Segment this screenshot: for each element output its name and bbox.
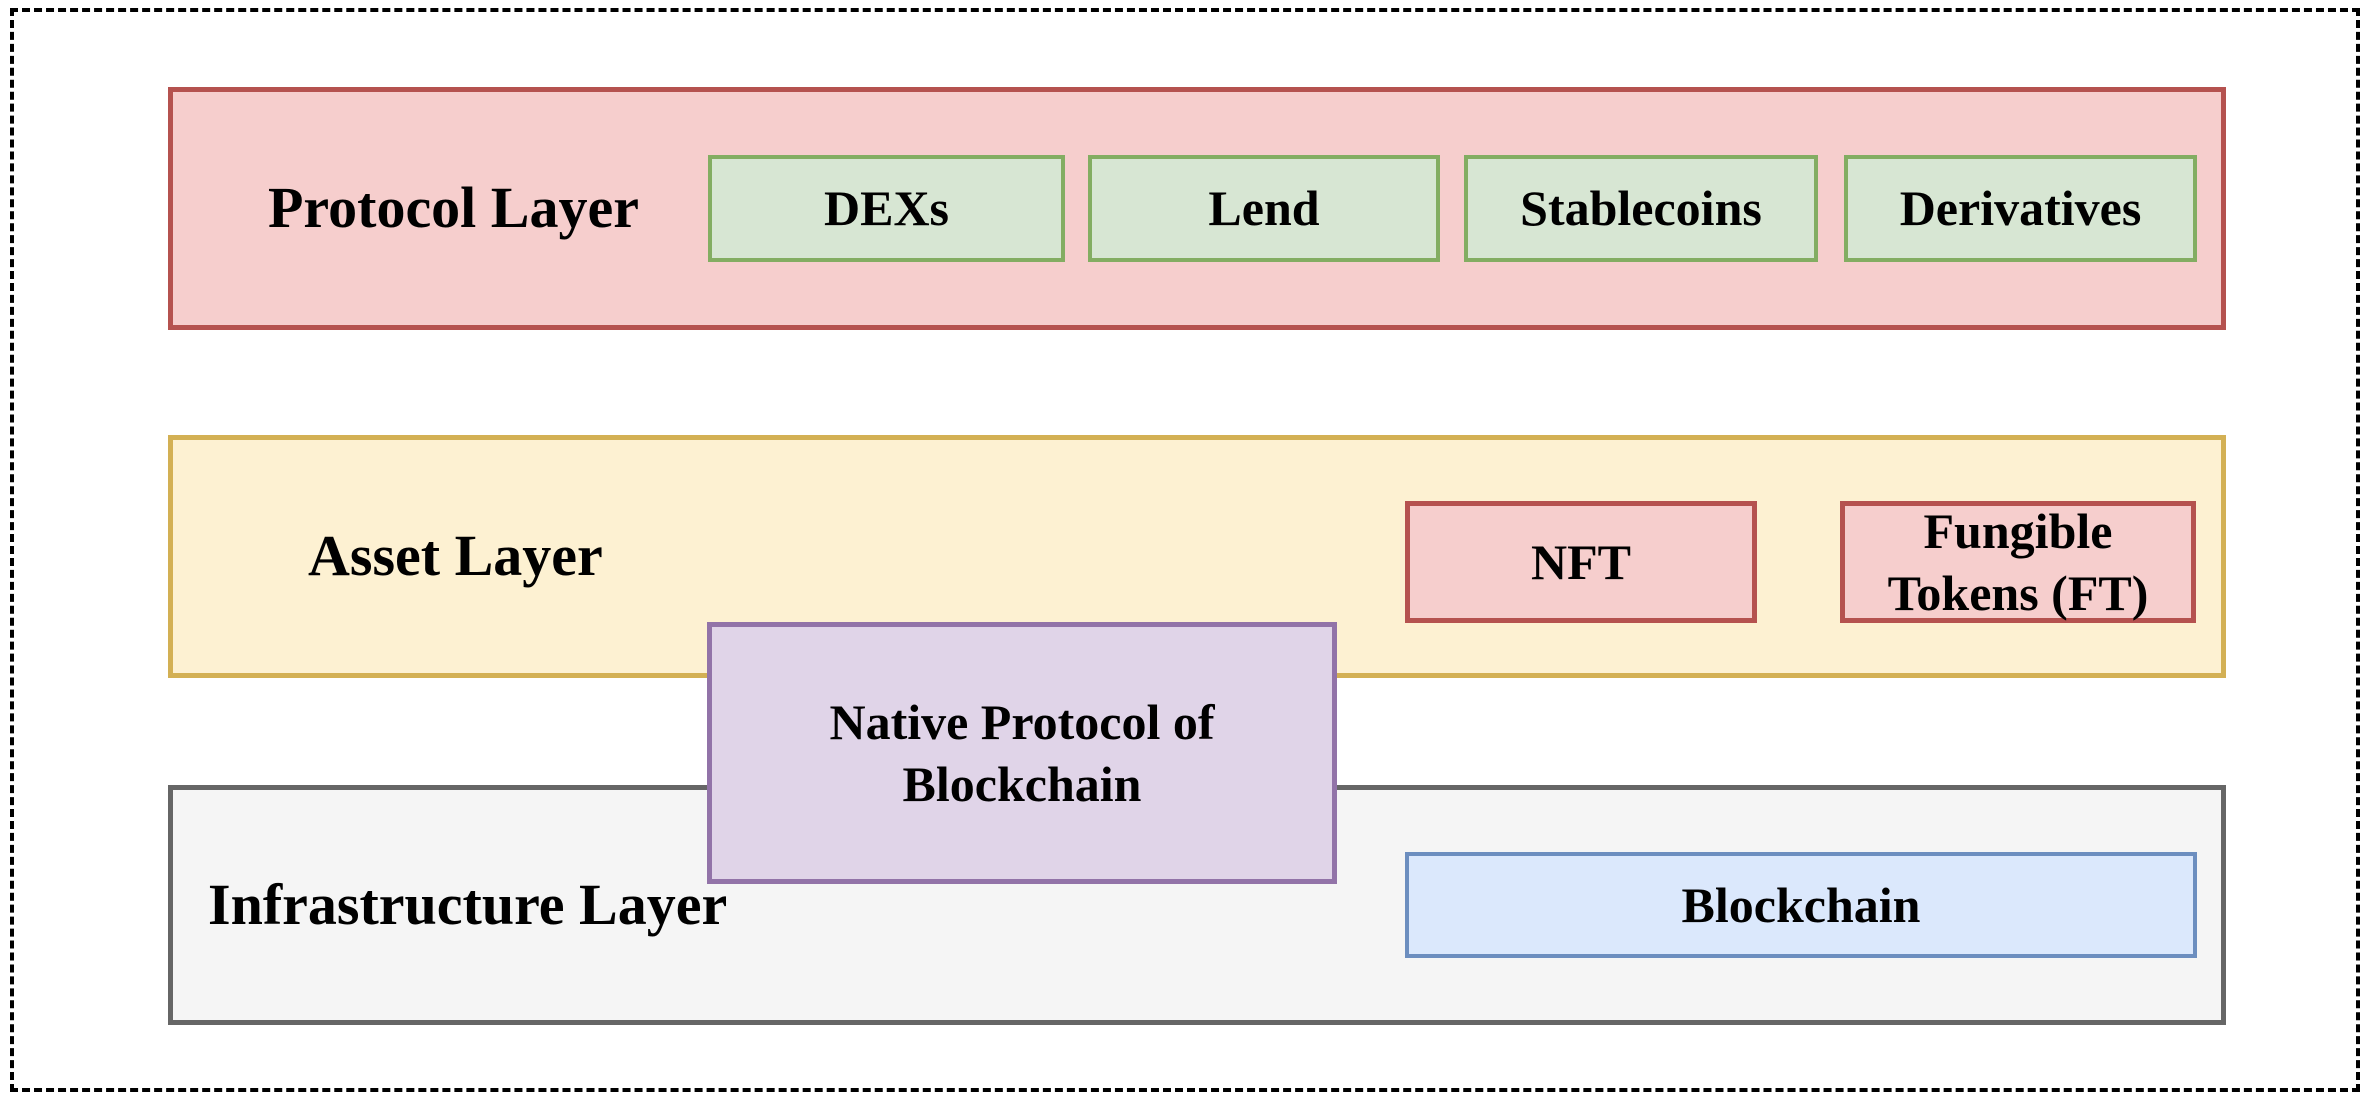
blockchain-box: Blockchain	[1405, 852, 2197, 958]
stablecoins-box: Stablecoins	[1464, 155, 1818, 262]
blockchain-label: Blockchain	[1681, 876, 1921, 933]
native-protocol-label: Native Protocol of Blockchain	[829, 693, 1215, 813]
dexs-box: DEXs	[708, 155, 1065, 262]
nft-label: NFT	[1531, 533, 1631, 590]
derivatives-box: Derivatives	[1844, 155, 2197, 262]
infrastructure-layer-box: Infrastructure Layer	[168, 785, 2226, 1025]
diagram-outer-frame	[10, 8, 2360, 1092]
lend-box: Lend	[1088, 155, 1440, 262]
nft-box: NFT	[1405, 501, 1757, 623]
derivatives-label: Derivatives	[1899, 180, 2142, 237]
infrastructure-layer-label: Infrastructure Layer	[208, 871, 728, 937]
protocol-layer-label: Protocol Layer	[268, 175, 639, 241]
dexs-label: DEXs	[823, 180, 950, 237]
stablecoins-label: Stablecoins	[1520, 180, 1762, 237]
fungible-tokens-label: Fungible Tokens (FT)	[1887, 502, 2149, 622]
native-protocol-box: Native Protocol of Blockchain	[707, 622, 1337, 884]
fungible-tokens-box: Fungible Tokens (FT)	[1840, 501, 2196, 623]
lend-label: Lend	[1208, 180, 1320, 237]
asset-layer-label: Asset Layer	[308, 523, 603, 589]
